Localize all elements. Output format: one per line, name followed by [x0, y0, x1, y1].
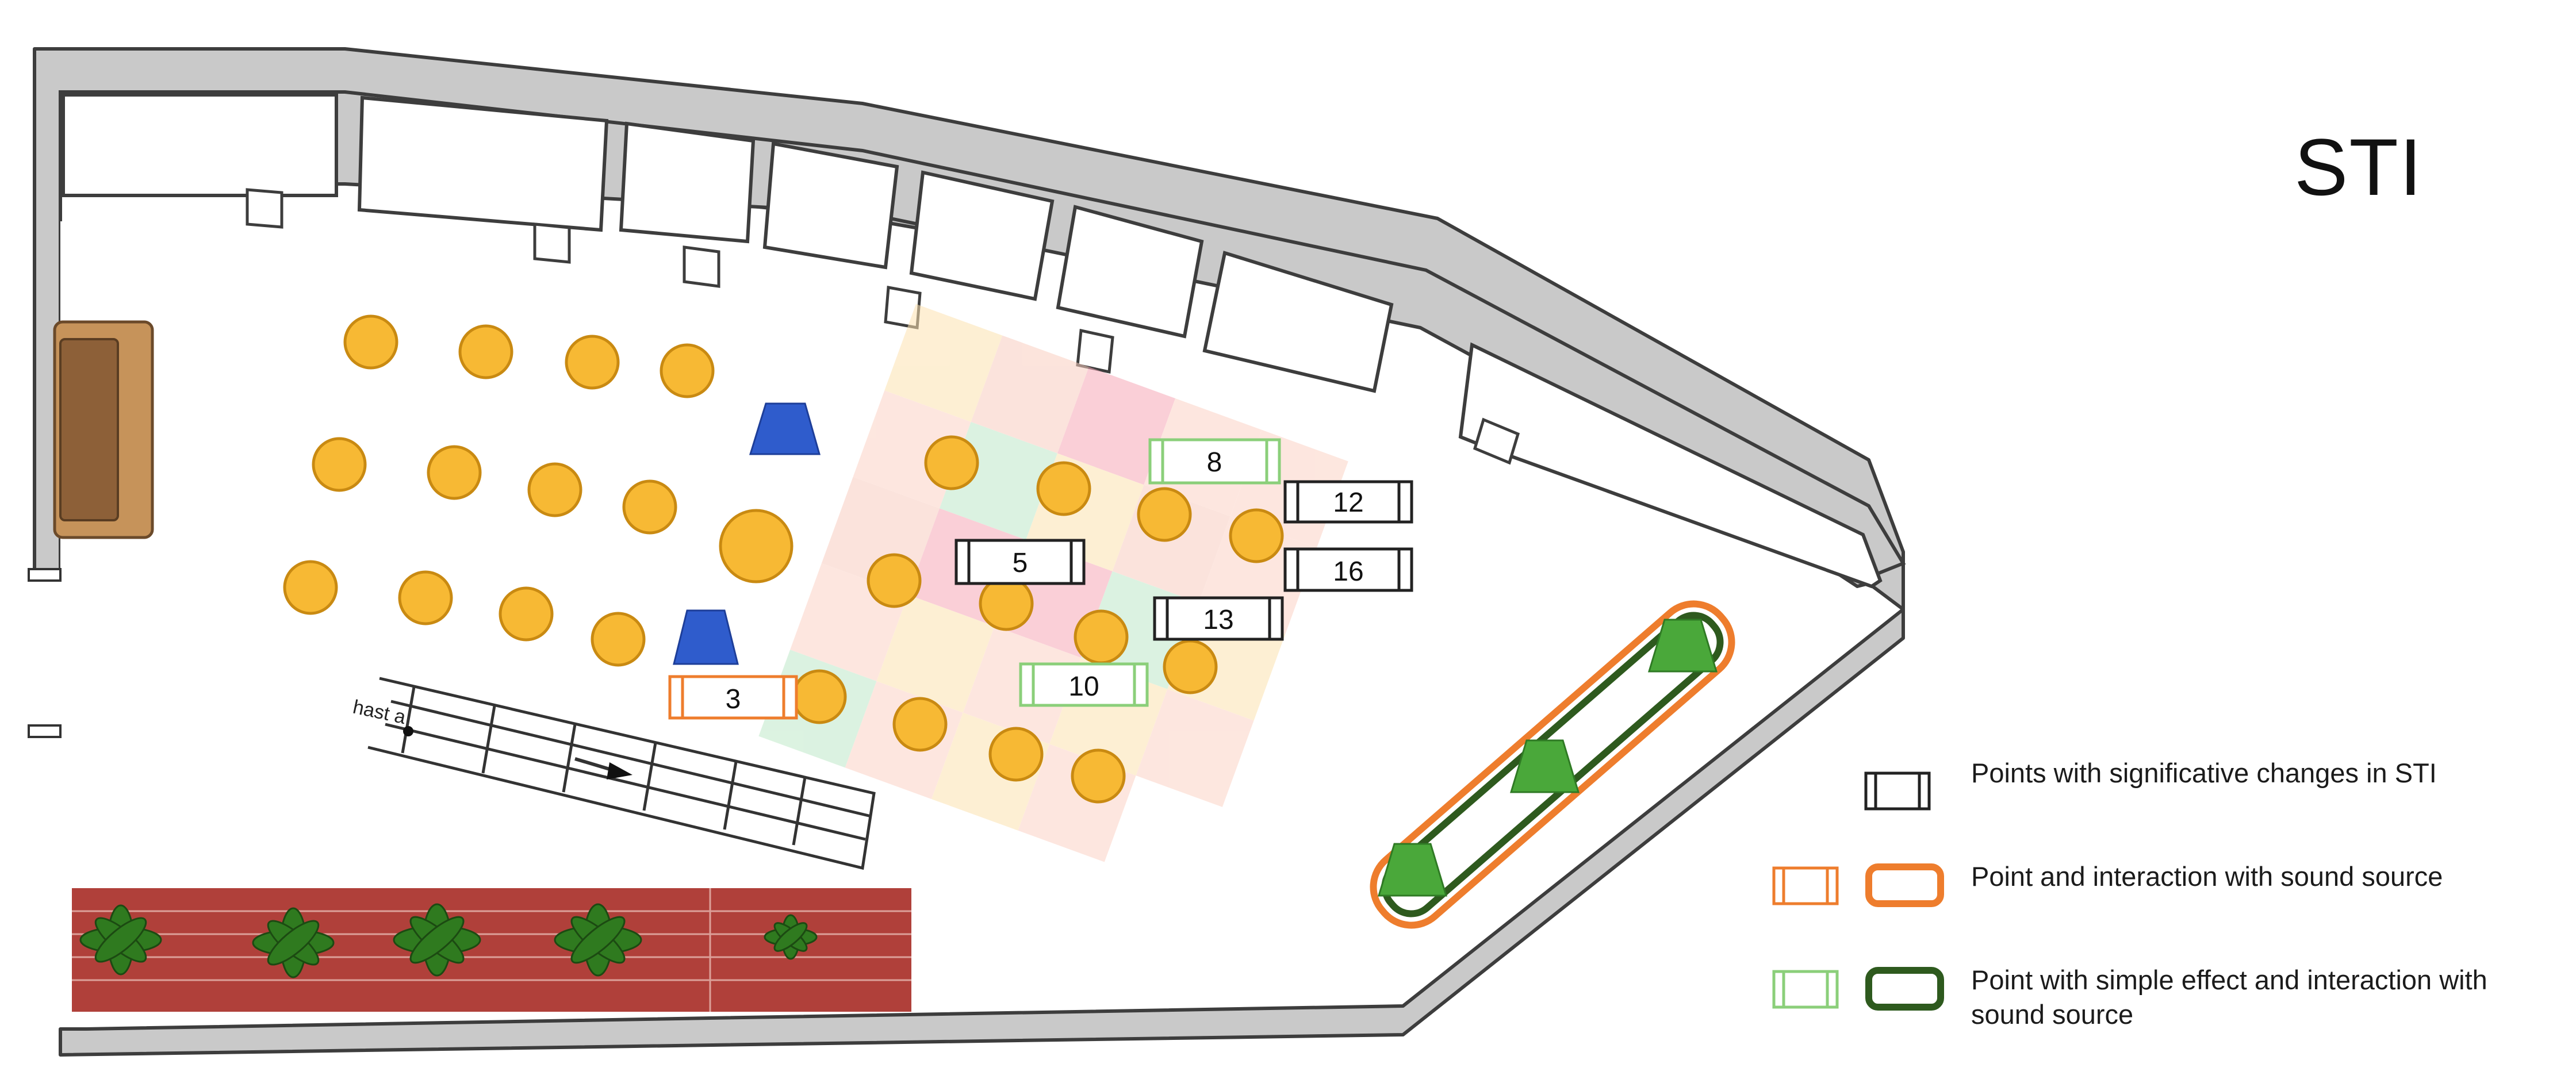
legend-symbol-simple-effect [1772, 967, 1944, 1011]
door-icon [246, 188, 283, 229]
seat [499, 586, 554, 642]
speaker-icon [673, 609, 739, 665]
marker-12: 12 [1283, 480, 1413, 524]
speaker-icon [1377, 843, 1448, 897]
seat [343, 314, 398, 370]
marker-5: 5 [954, 539, 1086, 585]
seat [892, 697, 948, 752]
speaker-icon [1647, 619, 1718, 673]
small-rooms [62, 93, 1883, 589]
seat [527, 462, 582, 517]
marker-13: 13 [1153, 596, 1284, 641]
door-icon [1076, 328, 1114, 374]
marker-16: 16 [1283, 547, 1413, 592]
svg-text:10: 10 [1068, 671, 1099, 702]
blue-speakers [673, 402, 821, 665]
seat [565, 335, 620, 390]
seat [398, 570, 453, 625]
seat [924, 435, 979, 490]
seat [1074, 609, 1129, 665]
svg-text:12: 12 [1333, 487, 1363, 518]
seat [792, 669, 847, 724]
green-speakers [1377, 619, 1718, 897]
door-icon [1473, 417, 1520, 465]
seat [867, 553, 922, 608]
doors [246, 188, 1520, 465]
svg-text:13: 13 [1203, 605, 1233, 635]
door-icon [533, 222, 571, 264]
staircase [367, 677, 876, 870]
seat [979, 576, 1034, 631]
seat [591, 612, 646, 667]
seats [283, 314, 1284, 804]
svg-text:3: 3 [726, 684, 741, 715]
seat [458, 324, 513, 379]
palm-icon [554, 903, 642, 977]
diagram-title: STI [2294, 122, 2423, 212]
svg-text:5: 5 [1013, 548, 1028, 578]
legend-text: Point with simple effect and interaction… [1971, 965, 2487, 1030]
legend-symbols [1772, 771, 1944, 1011]
palm-icon [252, 907, 335, 978]
seat [988, 727, 1044, 782]
seat [283, 560, 338, 615]
seat [1137, 487, 1192, 542]
legend-text: Point and interaction with sound source [1971, 861, 2443, 892]
legend: Points with significative changes in STI… [1857, 756, 2547, 1066]
marker-8: 8 [1148, 438, 1281, 485]
seat [1229, 508, 1284, 563]
seat [660, 343, 715, 398]
door-icon [683, 245, 720, 288]
seat [719, 509, 793, 583]
legend-symbol-significant [1864, 771, 1931, 811]
legend-symbol-interaction [1772, 863, 1944, 907]
seat [312, 437, 367, 492]
bench [28, 320, 154, 738]
legend-row-interaction: Point and interaction with sound source [1857, 859, 2547, 963]
palm-icon [393, 903, 481, 977]
legend-text: Points with significative changes in STI [1971, 758, 2437, 788]
seat [1036, 461, 1091, 516]
palm-icon [764, 914, 818, 960]
marker-3: 3 [668, 675, 798, 720]
seat [1071, 748, 1126, 804]
palm-icon [79, 904, 162, 976]
markers: 8 12 5 16 13 [668, 438, 1413, 720]
legend-row-simple-effect: Point with simple effect and interaction… [1857, 963, 2547, 1066]
speaker-icon [1509, 739, 1580, 793]
planter [72, 888, 911, 1012]
seat [427, 445, 482, 500]
seat [1163, 639, 1218, 694]
marker-10: 10 [1019, 662, 1149, 707]
svg-text:16: 16 [1333, 556, 1363, 587]
speaker-icon [749, 402, 821, 455]
svg-text:8: 8 [1207, 447, 1222, 478]
seat [622, 479, 677, 535]
legend-row-significant: Points with significative changes in STI [1857, 756, 2547, 859]
